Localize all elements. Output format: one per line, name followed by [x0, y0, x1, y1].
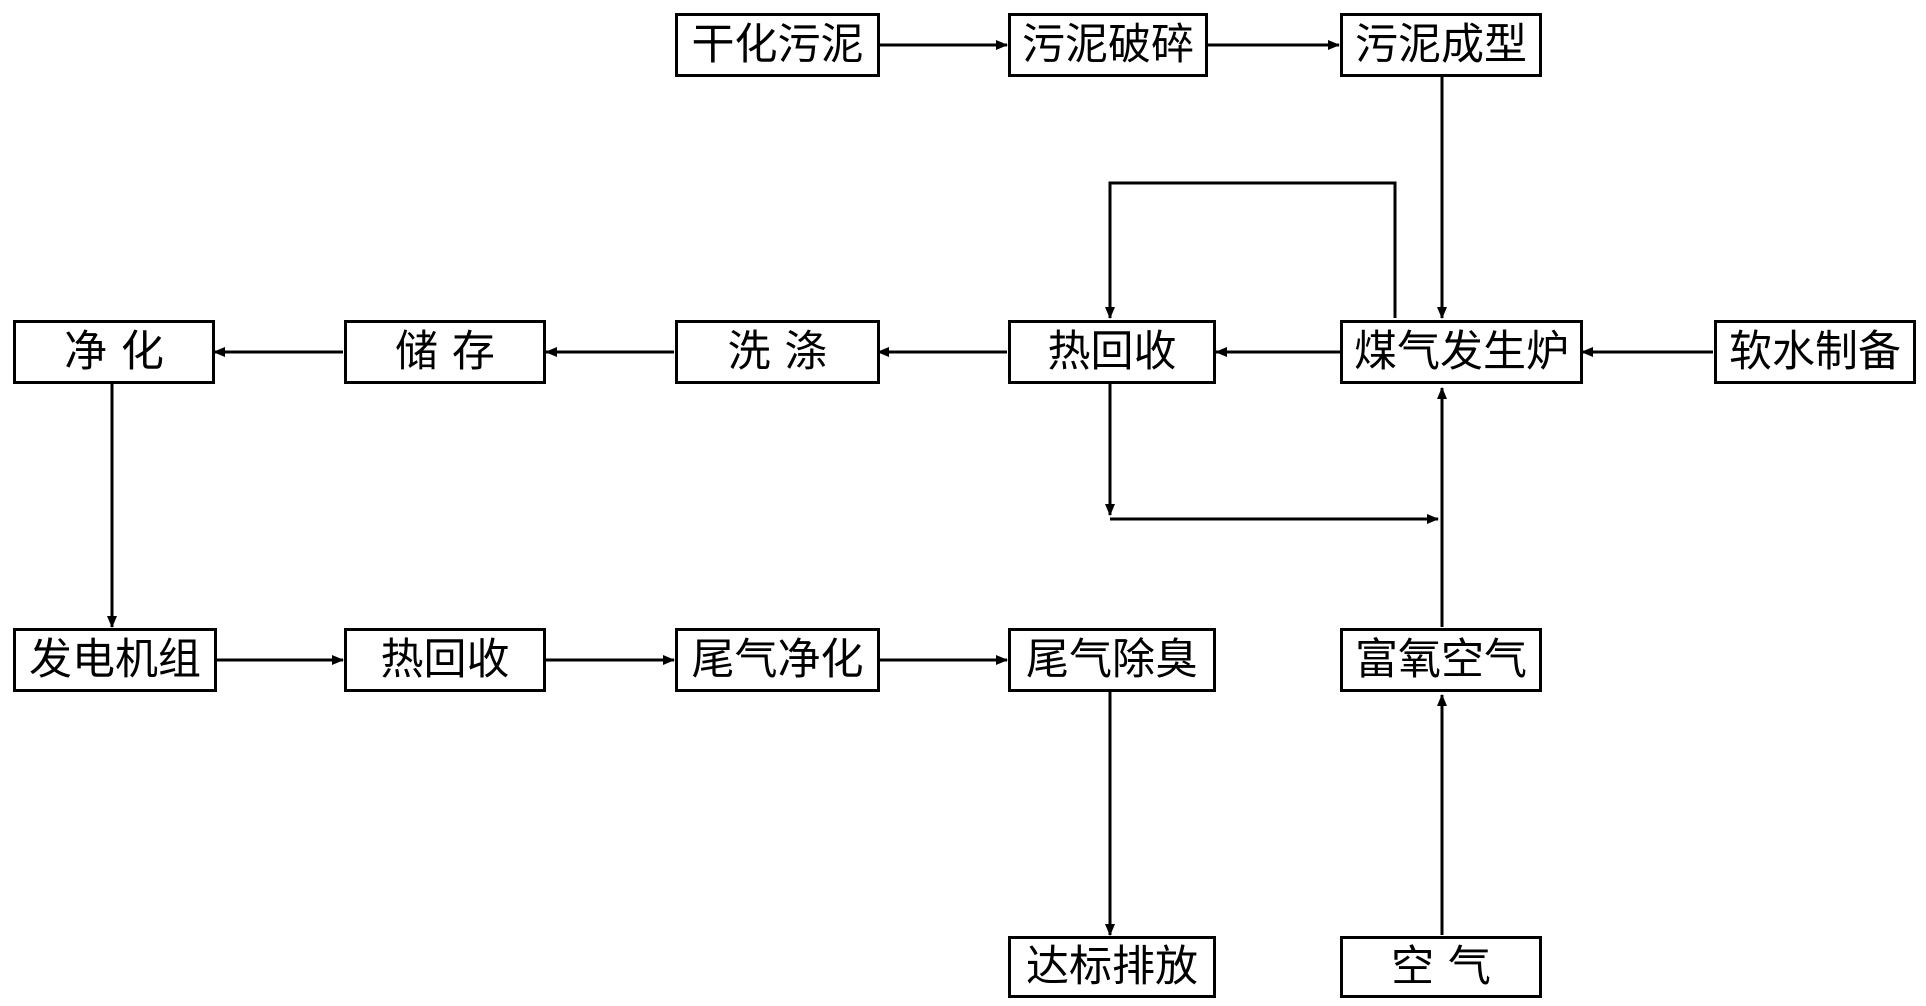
box-heat-recovery-1: 热回收	[1008, 320, 1216, 384]
box-storage: 储 存	[344, 320, 546, 384]
box-tail-gas-deodorization: 尾气除臭	[1008, 628, 1216, 692]
box-tail-gas-purification: 尾气净化	[675, 628, 880, 692]
box-gas-generator: 煤气发生炉	[1340, 320, 1583, 384]
box-soft-water: 软水制备	[1714, 320, 1916, 384]
box-sludge-crushing: 污泥破碎	[1008, 13, 1208, 77]
box-washing: 洗 涤	[675, 320, 880, 384]
box-oxygen-rich-air: 富氧空气	[1340, 628, 1542, 692]
box-air: 空 气	[1340, 936, 1542, 998]
arrow-loop-to-heat-recovery	[1105, 181, 1397, 319]
box-sludge-forming: 污泥成型	[1340, 13, 1542, 77]
box-generator-set: 发电机组	[13, 628, 217, 692]
box-heat-recovery-2: 热回收	[344, 628, 546, 692]
box-dried-sludge: 干化污泥	[675, 13, 880, 77]
box-discharge: 达标排放	[1008, 936, 1216, 998]
box-purification: 净 化	[13, 320, 215, 384]
